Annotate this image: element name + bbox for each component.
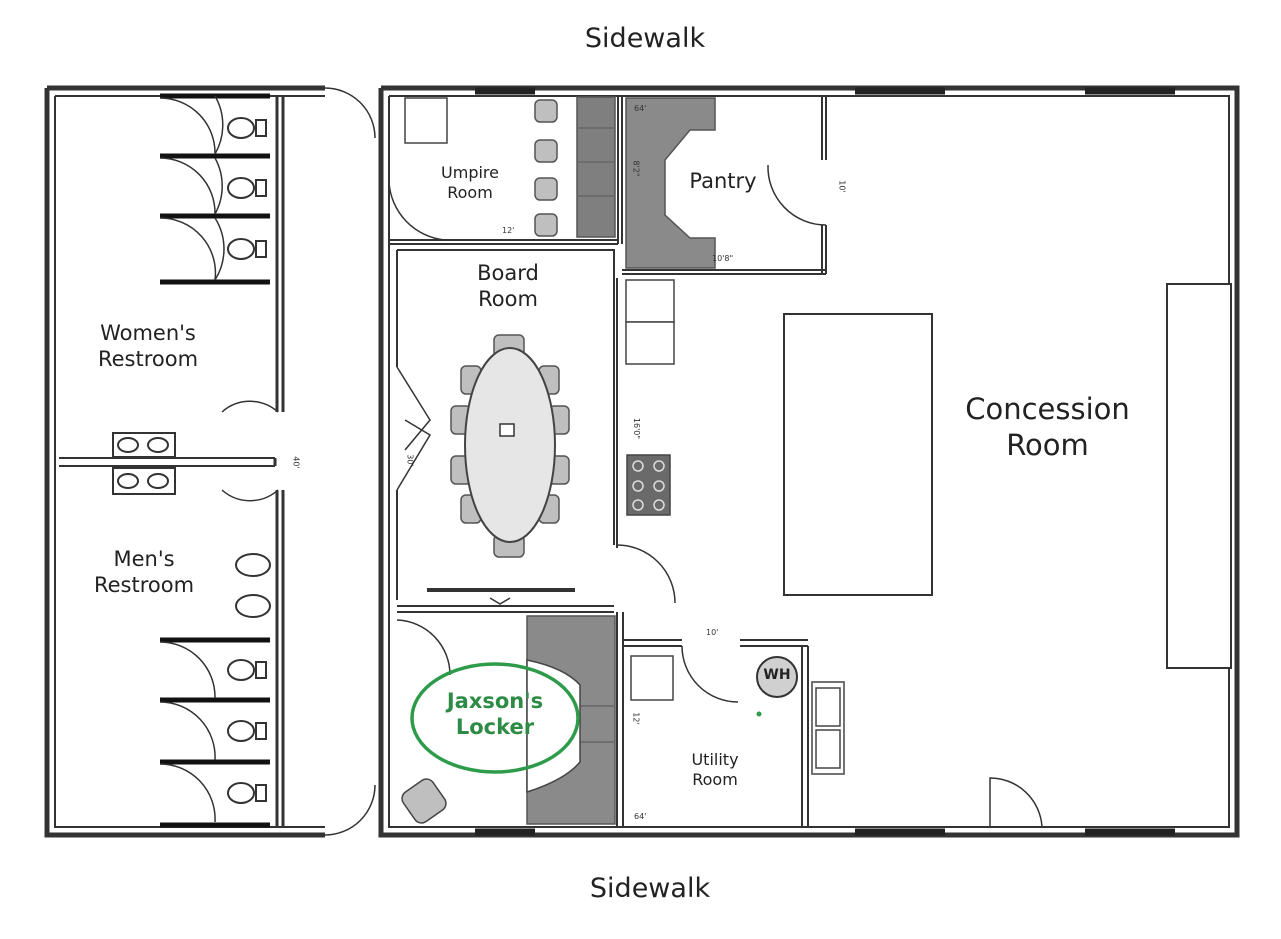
toilet-icon <box>227 782 267 804</box>
pantry-label: Pantry <box>689 169 757 193</box>
dimension-label: 8'2" <box>631 160 641 177</box>
water-heater-icon <box>756 656 798 698</box>
dimension-label: 10' <box>706 628 719 637</box>
umpire-room-label: Umpire Room <box>441 163 499 202</box>
utility-room-label: Utility Room <box>691 750 739 789</box>
marker-dot <box>756 711 762 717</box>
dimension-label: 12' <box>502 226 515 235</box>
toilet-icon <box>227 117 267 139</box>
jaxsons-locker-label: Jaxson's Locker <box>446 689 544 740</box>
mens-restroom-label: Men's Restroom <box>93 547 195 598</box>
umpire-chairs <box>534 99 558 237</box>
concession-room-label: Concession Room <box>965 392 1130 463</box>
sidewalk-bottom-label: Sidewalk <box>589 873 711 904</box>
stove-burners <box>632 460 665 511</box>
umpire-desk <box>404 97 448 144</box>
dimension-label: 40' <box>291 456 301 469</box>
office-chair-icon <box>401 778 447 824</box>
interior-walls <box>388 96 1043 828</box>
dimension-label: 64' <box>634 812 647 821</box>
restroom-walls <box>59 87 376 836</box>
urinal-icon <box>235 594 271 618</box>
dimension-label: 16'0" <box>632 417 642 440</box>
dimension-label: 30' <box>405 454 415 467</box>
toilet-icon <box>227 238 267 260</box>
plumbing-fixtures <box>112 117 271 804</box>
dimension-label: 64' <box>634 104 647 113</box>
sink-icon <box>112 432 176 495</box>
dimension-label: 10' <box>837 180 847 193</box>
locker-highlight-ellipse <box>410 662 580 774</box>
toilet-icon <box>227 720 267 742</box>
board-table <box>450 334 570 558</box>
exterior-walls <box>44 85 1240 838</box>
water-heater-label: WH <box>763 667 791 683</box>
dimension-label: 10'8" <box>712 254 734 263</box>
urinal-icon <box>235 553 271 577</box>
womens-restroom-label: Women's Restroom <box>97 321 199 372</box>
sidewalk-top-label: Sidewalk <box>584 23 706 54</box>
kitchen-fixtures <box>625 279 1232 775</box>
toilet-icon <box>227 659 267 681</box>
toilet-icon <box>227 177 267 199</box>
dimension-label: 12' <box>631 712 641 725</box>
board-room-label: Board Room <box>477 261 539 312</box>
